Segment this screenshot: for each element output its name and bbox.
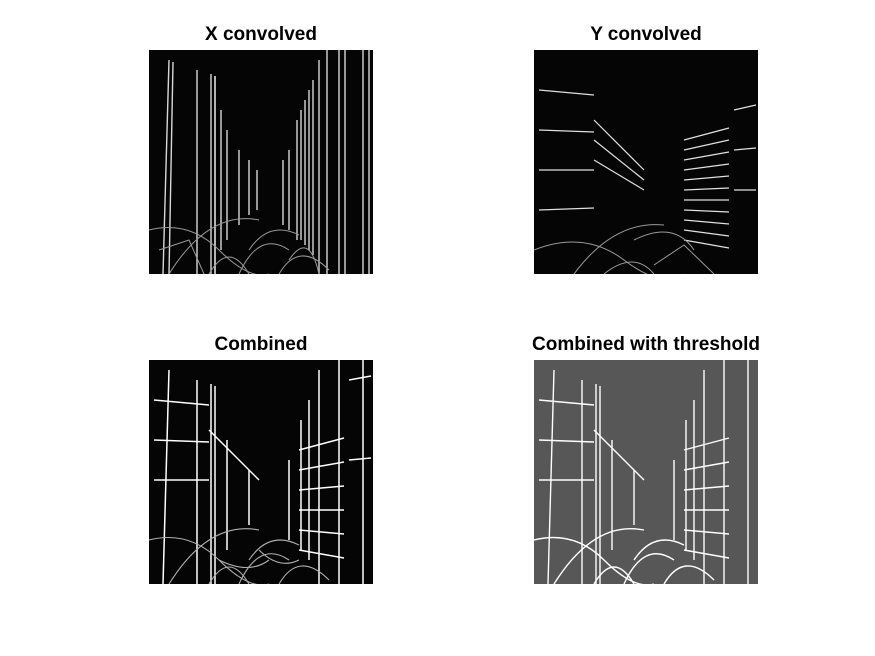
- edge-image-combined: [149, 360, 373, 584]
- panel-title: Combined with threshold: [532, 334, 760, 355]
- panel-combined: Combined: [149, 334, 373, 584]
- panel-title: Y convolved: [590, 24, 702, 45]
- panel-title: Combined: [214, 334, 308, 355]
- panel-y-convolved: Y convolved: [534, 24, 758, 274]
- edge-image-y: [534, 50, 758, 274]
- panel-x-convolved: X convolved: [149, 24, 373, 274]
- panel-title: X convolved: [205, 24, 317, 45]
- edge-image-threshold: [534, 360, 758, 584]
- edge-image-x: [149, 50, 373, 274]
- panel-combined-threshold: Combined with threshold: [532, 334, 760, 584]
